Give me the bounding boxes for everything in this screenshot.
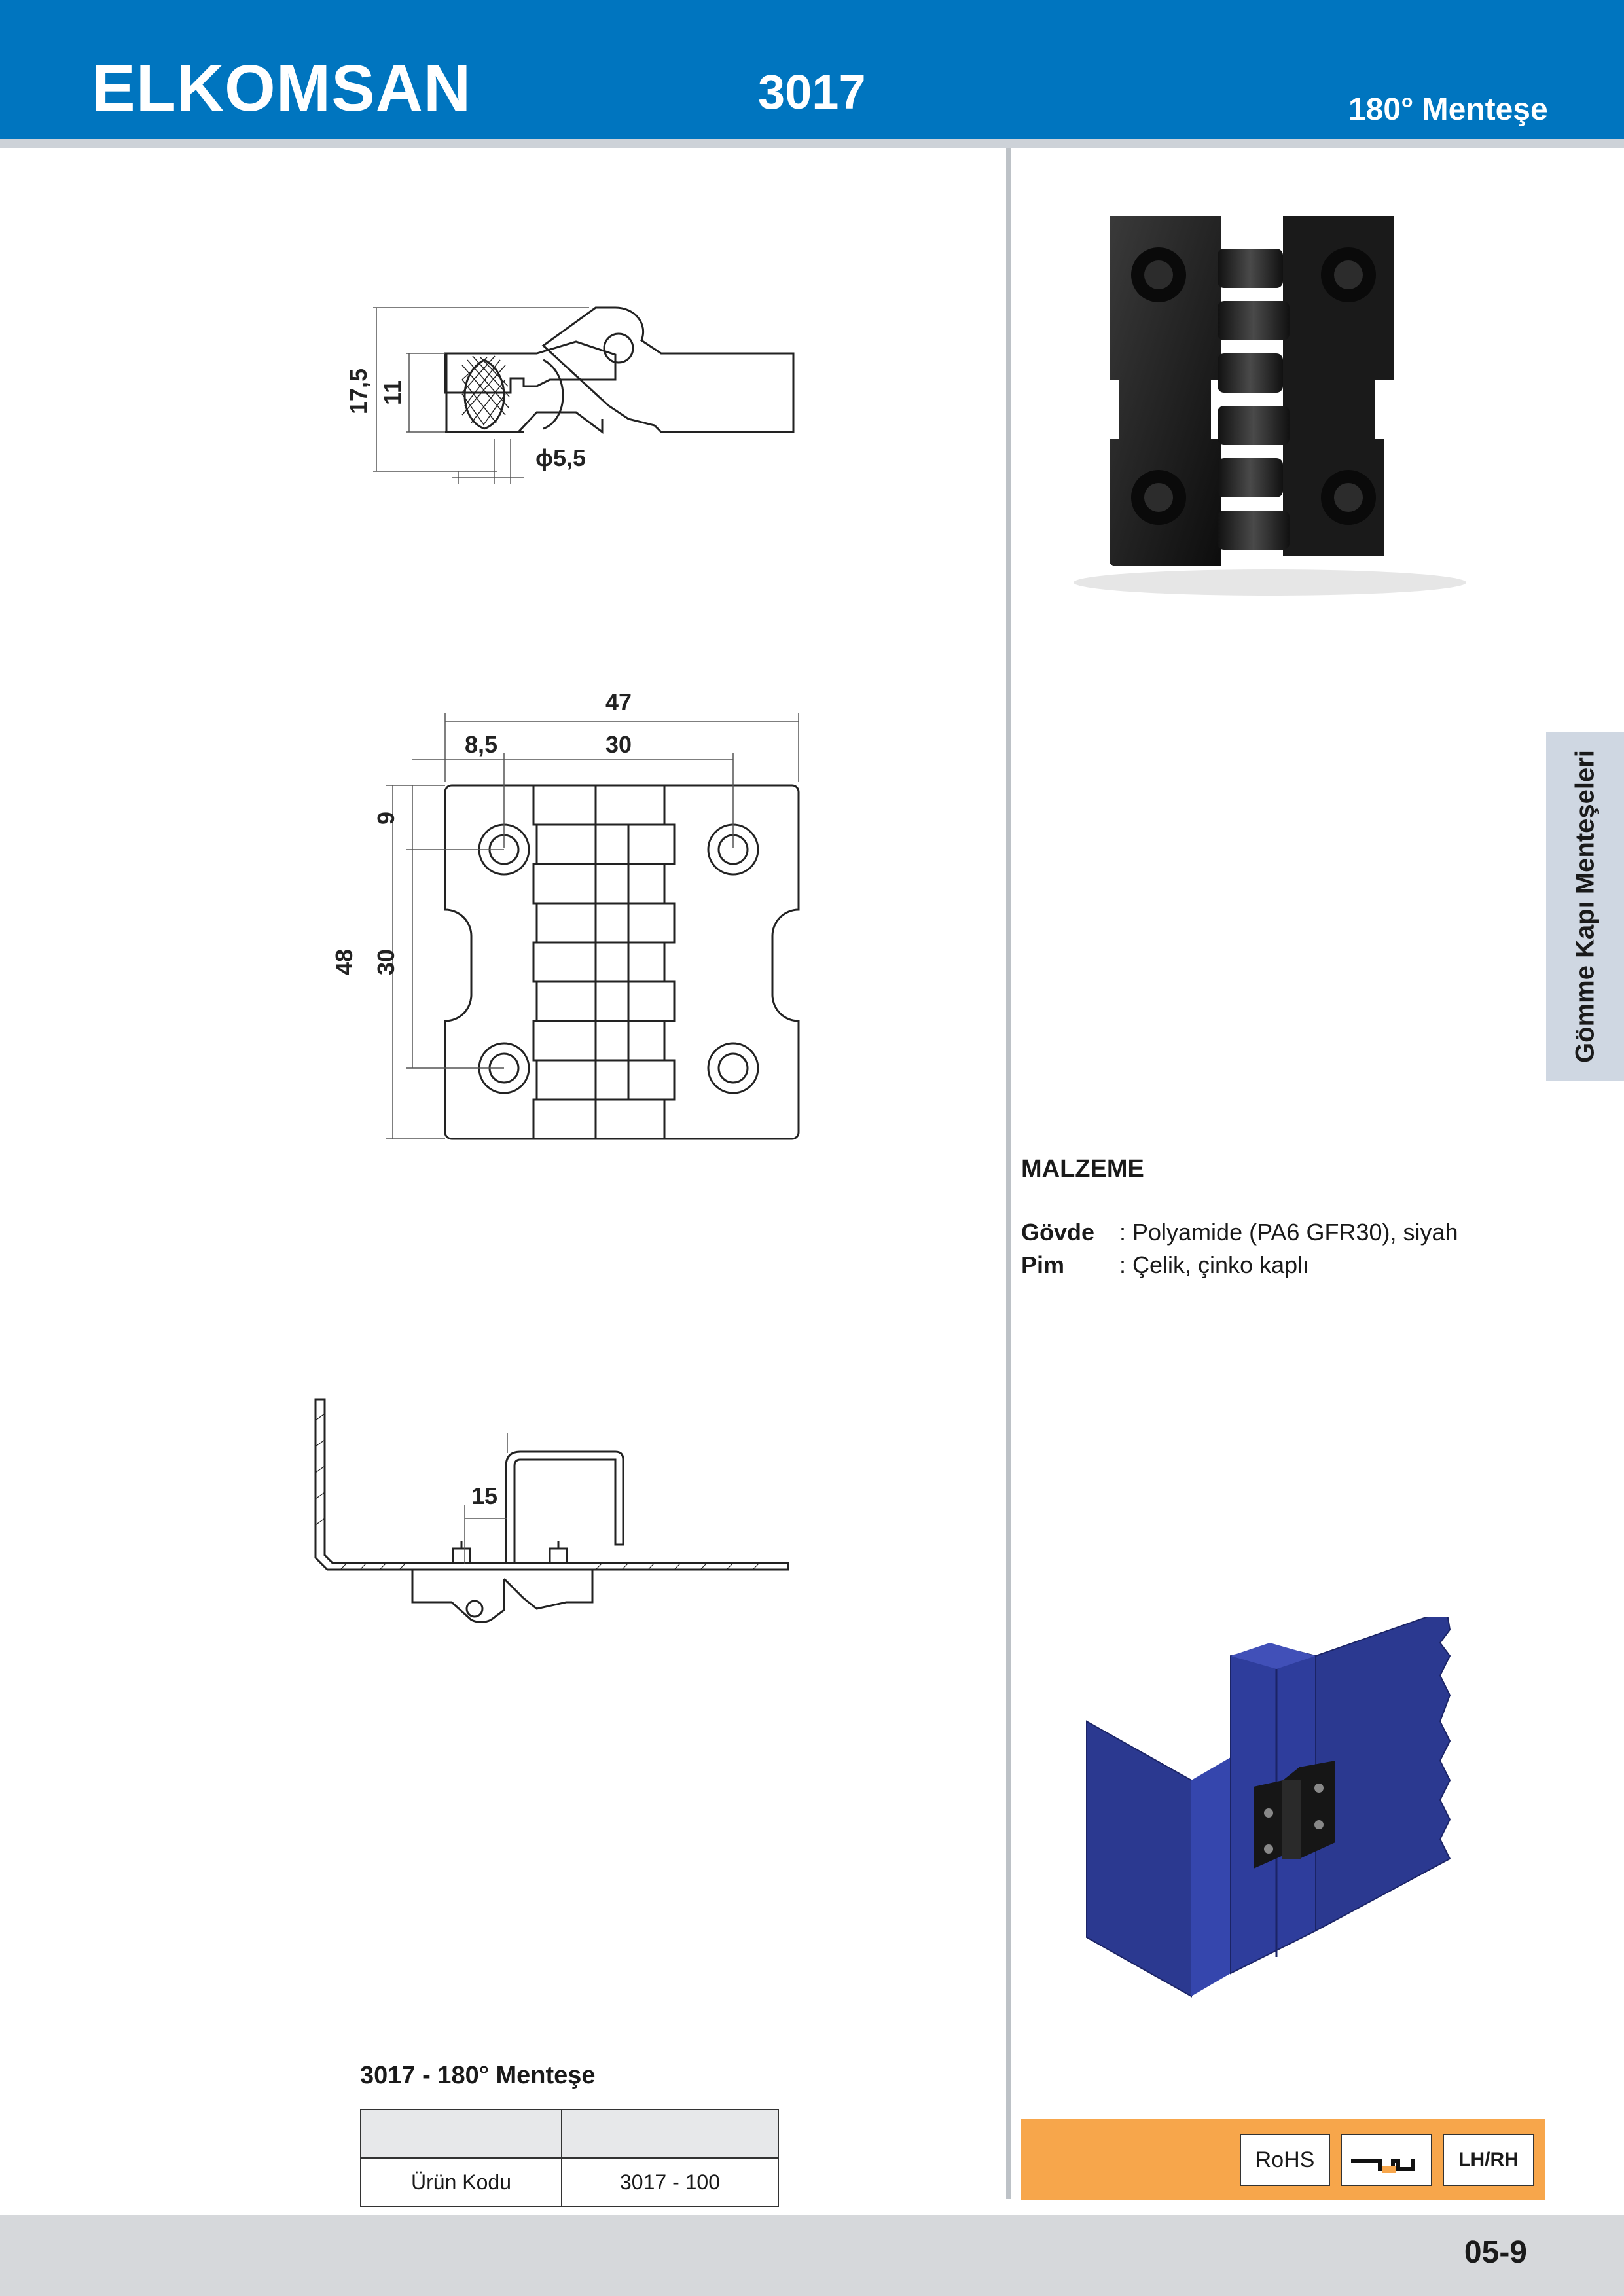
- table-header-cell: [360, 2109, 562, 2159]
- application-image: [1086, 1617, 1451, 1998]
- material-value: : Polyamide (PA6 GFR30), siyah: [1119, 1219, 1458, 1246]
- flush-mount-icon: [1341, 2134, 1432, 2186]
- material-key: Pim: [1021, 1251, 1065, 1278]
- material-value: : Çelik, çinko kaplı: [1119, 1251, 1310, 1278]
- dim-hole-spacing-y: 30: [372, 949, 399, 975]
- page-footer: 05-9: [0, 2215, 1624, 2296]
- dim-hole-spacing-x: 30: [605, 731, 632, 758]
- mounting-drawing: 15: [314, 1398, 789, 1623]
- header-divider: [0, 139, 1624, 148]
- material-row-pin: Pim : Çelik, çinko kaplı: [1021, 1251, 1309, 1279]
- lh-rh-badge: LH/RH: [1443, 2134, 1534, 2186]
- feature-bar: RoHS LH/RH: [1021, 2119, 1545, 2200]
- product-code: 3017: [758, 65, 866, 119]
- rohs-label: RoHS: [1255, 2147, 1315, 2172]
- page-number: 05-9: [1464, 2235, 1527, 2270]
- front-view-drawing: 47 8,5 30 48 9 30: [331, 689, 800, 1140]
- dim-total-height: 48: [331, 949, 357, 975]
- table-header-cell: [561, 2109, 779, 2159]
- category-side-tab: Gömme Kapı Menteşeleri: [1546, 732, 1624, 1081]
- lh-rh-label: LH/RH: [1458, 2149, 1519, 2170]
- dim-side-height: 17,5: [345, 368, 372, 414]
- table-title: 3017 - 180° Menteşe: [360, 2062, 596, 2089]
- dim-total-width: 47: [605, 689, 632, 715]
- category-label: Gömme Kapı Menteşeleri: [1570, 750, 1599, 1063]
- product-photo: [1074, 216, 1466, 596]
- spec-table: Ürün Kodu 3017 - 100: [360, 2109, 779, 2207]
- dim-side-inner-height: 11: [379, 380, 406, 405]
- material-key: Gövde: [1021, 1219, 1095, 1246]
- page-header: ELKOMSAN 3017 180° Menteşe: [0, 0, 1624, 139]
- table-cell: Ürün Kodu: [360, 2157, 562, 2207]
- dim-left-offset: 8,5: [465, 731, 497, 758]
- dim-mount-gap: 15: [471, 1482, 497, 1509]
- material-row-body: Gövde : Polyamide (PA6 GFR30), siyah: [1021, 1219, 1458, 1246]
- table-cell: 3017 - 100: [561, 2157, 779, 2207]
- side-view-drawing: 17,5 11 ϕ5,5: [345, 306, 795, 484]
- table-header-row: [360, 2109, 779, 2159]
- column-divider: [1006, 148, 1011, 2199]
- brand-name: ELKOMSAN: [92, 52, 472, 125]
- material-title: MALZEME: [1021, 1155, 1144, 1183]
- table-row: Ürün Kodu 3017 - 100: [360, 2157, 779, 2207]
- rohs-badge: RoHS: [1240, 2134, 1330, 2186]
- dim-pin-diameter: ϕ5,5: [535, 444, 586, 471]
- product-subtitle: 180° Menteşe: [1348, 92, 1548, 127]
- dim-hole-offset-y: 9: [372, 812, 399, 825]
